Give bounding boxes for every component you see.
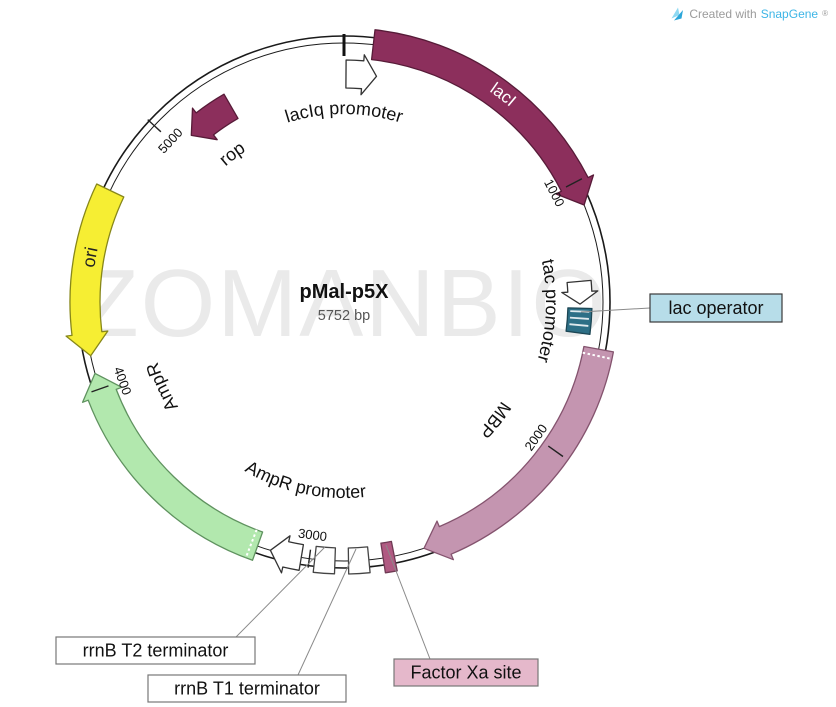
center-title: pMal-p5X 5752 bp <box>300 281 390 324</box>
tick-5000 <box>147 119 162 133</box>
callout-label-factor-xa: Factor Xa site <box>410 663 521 683</box>
feature-MBP <box>423 345 615 561</box>
truncation-marker <box>244 529 258 559</box>
feature-AmpR-promoter <box>269 535 305 574</box>
tick-label-3000: 3000 <box>297 525 328 544</box>
feature-rop <box>190 93 239 141</box>
callout-line-rrnB-T1 <box>297 548 357 676</box>
feature-lac-operator <box>565 307 593 336</box>
credit-line: Created with SnapGene ® <box>669 6 828 22</box>
callout-label-lac-operator: lac operator <box>668 298 763 318</box>
snapgene-logo-icon <box>671 7 684 21</box>
feature-label-lacIq-promoter: lacIq promoter <box>283 98 406 127</box>
plasmid-size: 5752 bp <box>318 308 370 324</box>
callout-line-rrnB-T2 <box>235 546 326 638</box>
feature-label-AmpR: AmpR <box>142 360 182 415</box>
callout-box-lac-operator <box>649 293 783 323</box>
callout-label-rrnB-T2: rrnB T2 terminator <box>83 641 229 661</box>
feature-arrows <box>65 29 615 575</box>
feature-label-AmpR-promoter: AmpR promoter <box>242 457 367 502</box>
watermark: ZOMANBIO <box>80 250 608 357</box>
tick-1000 <box>565 178 583 188</box>
tick-3000 <box>307 549 312 568</box>
feature-label-rop: rop <box>215 138 248 170</box>
credit-registered-mark: ® <box>822 9 828 18</box>
callout-box-factor-xa <box>393 658 539 687</box>
feature-tac-promoter <box>561 279 599 305</box>
callout-box-rrnB-T2 <box>55 636 256 665</box>
credit-brand: SnapGene <box>760 7 819 21</box>
callout-label-rrnB-T1: rrnB T1 terminator <box>174 679 320 699</box>
feature-factor-xa-site <box>380 540 398 574</box>
feature-AmpR <box>81 372 264 561</box>
plasmid-name: pMal-p5X <box>300 281 390 303</box>
feature-label-ori: ori <box>78 245 101 269</box>
feature-lacIq-promoter <box>345 54 378 96</box>
tick-label-5000: 5000 <box>155 125 186 156</box>
feature-label-MBP: MBP <box>475 398 515 442</box>
credit-prefix: Created with <box>689 7 757 21</box>
feature-ori <box>65 183 125 357</box>
tick-4000 <box>91 385 109 393</box>
callout-line-factor-xa <box>385 544 431 660</box>
feature-rrnB-T2-terminator <box>312 545 337 575</box>
tick-2000 <box>547 445 564 458</box>
callout-line-lac-operator <box>580 307 651 313</box>
feature-lacI <box>370 29 595 206</box>
feature-hatch-lac-operator <box>568 310 590 332</box>
callout-box-rrnB-T1 <box>147 674 347 703</box>
feature-rrnB-T1-terminator <box>347 546 371 575</box>
